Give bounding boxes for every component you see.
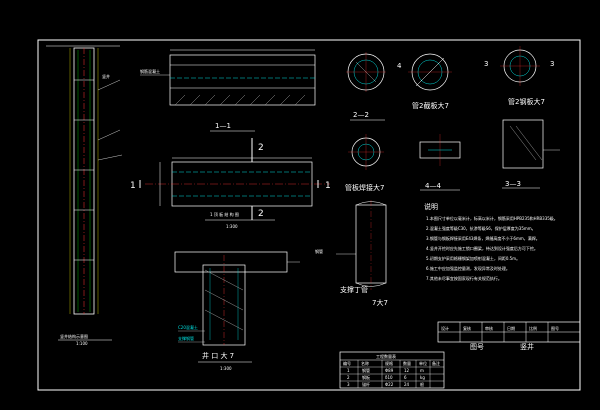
table-header-5: 单位 <box>419 360 427 366</box>
quantity-table: 工程数量表 编号 名称 规格 数量 单位 备注 1 钢管 Φ89 12 m 2 … <box>339 351 445 389</box>
title-block-name: 图号 <box>470 343 484 351</box>
table-header-6: 备注 <box>432 360 440 366</box>
well-detail-scale: 1:300 <box>220 366 232 371</box>
title-block-cell-3: 审核 <box>485 325 493 331</box>
table-cell-r1c3: Φ89 <box>385 368 394 373</box>
title-block-cell-5: 比例 <box>529 325 537 331</box>
title-block-cell-2: 复核 <box>463 325 471 331</box>
section-3-3-title: 3—3 <box>505 180 521 188</box>
table-cell-r2c5: kg <box>420 375 425 380</box>
title-block-cell-1: 设计 <box>441 325 449 331</box>
notes-line-1: 1.本图尺寸单位以毫米计，标高以米计，钢筋采用HPB235和HRB335级。 <box>426 215 558 221</box>
plan-view-scale: 1:300 <box>226 224 238 229</box>
notes-line-7: 7.其他未尽事宜按国家现行有关规范执行。 <box>426 275 502 281</box>
well-detail-drawing: C20混凝土 支撑钢管 井 口 大 7 1:300 <box>174 251 300 371</box>
section-2-2-title: 2—2 <box>353 111 369 119</box>
well-label-support: 支撑钢管 <box>178 335 194 341</box>
left-shaft-drawing: 竖井结构示意图 1:100 竖井 <box>46 45 123 346</box>
plan-view-title: 1 顶 板 结 构 图 <box>210 211 239 217</box>
tube-detail-title: 支撑丁管 <box>340 285 368 294</box>
table-cell-r3c5: 根 <box>420 381 424 387</box>
table-cell-r3c1: 3 <box>347 382 350 387</box>
pipe-small-drawing: 3 3 管2钢板大7 <box>484 46 554 106</box>
quantity-table-title: 工程数量表 <box>376 353 396 359</box>
table-cell-r3c4: 24 <box>404 382 410 387</box>
section-1-1-title: 1—1 <box>215 122 231 130</box>
notes-line-2: 2.混凝土强度等级C30，抗渗等级S6，保护层厚度为35mm。 <box>426 225 536 231</box>
table-cell-r3c3: Φ22 <box>385 382 394 387</box>
tube-label: 钢管 <box>315 248 323 254</box>
pipe-small-marker-right: 3 <box>550 60 554 68</box>
drawing-border <box>37 39 581 391</box>
section-1-1-label: 钢筋混凝土 <box>140 68 160 74</box>
table-header-4: 数量 <box>403 360 411 366</box>
left-rebar-label: 竖井 <box>102 73 110 79</box>
title-block-cell-4: 日期 <box>507 325 515 331</box>
notes-line-6: 6.施工中应加强监控量测，发现异常及时处理。 <box>426 265 510 271</box>
section-4-4-drawing: 4—4 <box>419 134 461 191</box>
pipe-bottom-title: 管板焊接大7 <box>345 183 384 192</box>
notes-line-3: 3.钢管与钢板焊接采用E43焊条，焊缝高度不小于6mm，满焊。 <box>426 235 540 241</box>
tube-detail-drawing: 钢管 支撑丁管 7大7 <box>315 200 388 307</box>
left-column-title: 竖井结构示意图 <box>60 333 88 339</box>
table-header-1: 编号 <box>343 360 351 366</box>
left-column-scale: 1:100 <box>76 341 88 346</box>
title-block-project: 竖井 <box>520 342 534 351</box>
section-1-1-drawing: 钢筋混凝土 1—1 <box>140 49 316 132</box>
section-3-3-drawing: 3—3 <box>502 119 560 189</box>
title-block: 设计 复核 审核 日期 比例 图号 图号 竖井 <box>437 321 581 351</box>
pipe-bottom-drawing: 管板焊接大7 <box>345 134 384 192</box>
title-block-cell-6: 图号 <box>551 325 559 331</box>
table-cell-r3c2: 锚杆 <box>362 381 370 387</box>
pipe-small-marker-left: 3 <box>484 60 488 68</box>
notes-block: 说明 1.本图尺寸单位以毫米计，标高以米计，钢筋采用HPB235和HRB335级… <box>424 202 558 281</box>
table-header-3: 规格 <box>385 360 393 366</box>
well-detail-title: 井 口 大 7 <box>202 351 234 360</box>
tube-detail-sub: 7大7 <box>372 298 388 307</box>
notes-line-5: 5.初期支护采用格栅钢架加喷射混凝土，间距0.5m。 <box>426 255 520 261</box>
table-cell-r1c1: 1 <box>347 368 350 373</box>
table-cell-r1c4: 12 <box>404 368 410 373</box>
table-header-2: 名称 <box>361 360 369 366</box>
notes-heading: 说明 <box>424 202 438 211</box>
plan-view-drawing: 2 2 1 1 1 顶 板 结 构 图 1:300 <box>130 138 331 229</box>
table-cell-r1c5: m <box>420 368 424 373</box>
section-2-2-drawing: 2—2 <box>346 52 386 121</box>
well-label-concrete: C20混凝土 <box>178 324 198 330</box>
pipe-big-marker: 4 <box>397 62 402 70</box>
table-cell-r2c4: 6 <box>404 375 407 380</box>
plan-marker-2-top: 2 <box>258 143 264 153</box>
notes-line-4: 4.竖井开挖时应先施工锁口圈梁，待达到设计强度后方可下挖。 <box>426 245 538 251</box>
plan-marker-1-right: 1 <box>325 181 331 191</box>
pipe-big-drawing: 4 管2截板大7 <box>397 53 452 110</box>
table-cell-r2c3: δ10 <box>385 375 393 380</box>
pipe-big-title: 管2截板大7 <box>412 101 449 110</box>
section-4-4-title: 4—4 <box>425 182 441 190</box>
table-cell-r2c1: 2 <box>347 375 350 380</box>
table-cell-r2c2: 钢板 <box>362 374 370 380</box>
pipe-small-title: 管2钢板大7 <box>508 97 545 106</box>
plan-marker-1-left: 1 <box>130 181 136 191</box>
table-cell-r1c2: 钢管 <box>362 367 370 373</box>
plan-marker-2-bottom: 2 <box>258 209 264 219</box>
